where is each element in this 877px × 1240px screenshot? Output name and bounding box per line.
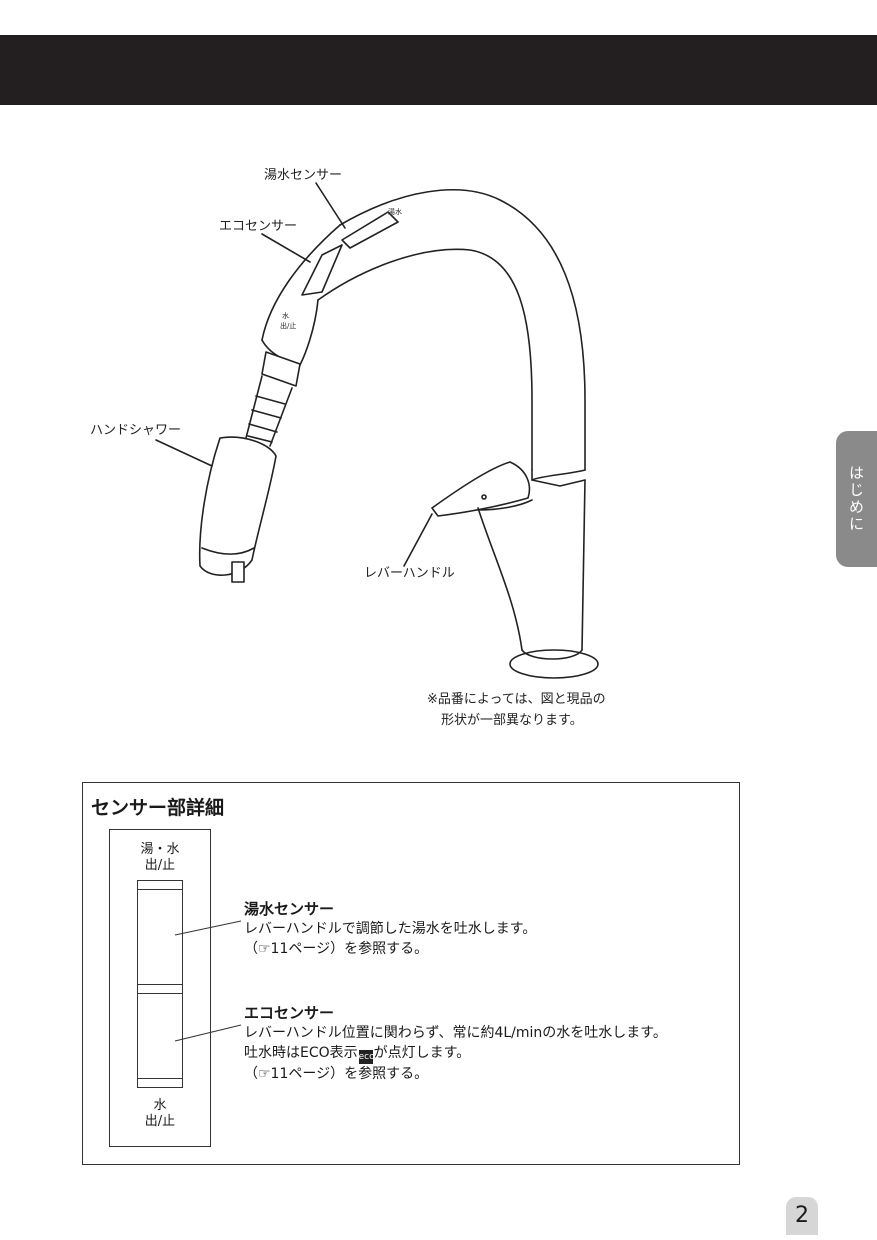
hot-water-ref: （☞11ページ）を参照する。	[244, 941, 429, 957]
svg-text:湯水: 湯水	[388, 207, 402, 216]
hot-water-heading: 湯水センサー	[244, 900, 335, 918]
label-hand-shower: ハンドシャワー	[90, 423, 182, 438]
sensor-detail-box: センサー部詳細 湯・水 出/止 水 出/止 湯水センサー レバーハンドルで調節し…	[82, 782, 740, 1165]
page-number: 2	[786, 1197, 818, 1235]
note-line-1: ※品番によっては、図と現品の	[427, 692, 606, 707]
section-tab[interactable]: はじめに	[836, 431, 877, 567]
eco-heading: エコセンサー	[244, 1004, 335, 1022]
eco-display-pre: 吐水時はECO表示	[244, 1045, 358, 1061]
label-hot-water-sensor: 湯水センサー	[264, 168, 343, 183]
hot-water-sensor-section: 湯水センサー レバーハンドルで調節した湯水を吐水します。 （☞11ページ）を参照…	[244, 899, 536, 959]
eco-ref: （☞11ページ）を参照する。	[244, 1066, 429, 1082]
faucet-illustration: 湯水 水 出/止	[155, 182, 599, 679]
faucet-mark-top: 水	[282, 311, 289, 320]
label-eco-sensor: エコセンサー	[219, 219, 298, 234]
panel-strip-bottom	[137, 1078, 183, 1088]
panel-top-line-2: 出/止	[144, 858, 176, 873]
note-line-2: 形状が一部異なります。	[441, 713, 583, 728]
panel-top-line-1: 湯・水	[140, 842, 180, 857]
panel-strip-top	[137, 880, 183, 890]
eco-display-post: が点灯します。	[373, 1045, 471, 1061]
hot-water-desc: レバーハンドルで調節した湯水を吐水します。	[244, 921, 537, 937]
panel-bottom-line-1: 水	[153, 1098, 167, 1113]
sensor-panel-diagram: 湯・水 出/止 水 出/止	[109, 829, 211, 1147]
header-bar	[0, 35, 877, 105]
detail-title: センサー部詳細	[91, 797, 225, 819]
panel-bottom-label: 水 出/止	[110, 1098, 210, 1130]
panel-top-label: 湯・水 出/止	[110, 842, 210, 874]
section-tab-label: はじめに	[847, 465, 865, 533]
panel-bottom-line-2: 出/止	[144, 1114, 176, 1129]
label-lever-handle: レバーハンドル	[364, 566, 455, 581]
panel-strip-middle	[137, 984, 183, 994]
eco-display-line: 吐水時はECO表示ecoが点灯します。	[244, 1043, 667, 1064]
detail-leader-lines	[174, 920, 242, 1042]
eco-desc: レバーハンドル位置に関わらず、常に約4L/minの水を吐水します。	[244, 1025, 667, 1041]
eco-sensor-section: エコセンサー レバーハンドル位置に関わらず、常に約4L/minの水を吐水します。…	[244, 1003, 667, 1084]
eco-leaf-icon: eco	[358, 1050, 375, 1064]
faucet-mark-bottom: 出/止	[280, 321, 296, 330]
